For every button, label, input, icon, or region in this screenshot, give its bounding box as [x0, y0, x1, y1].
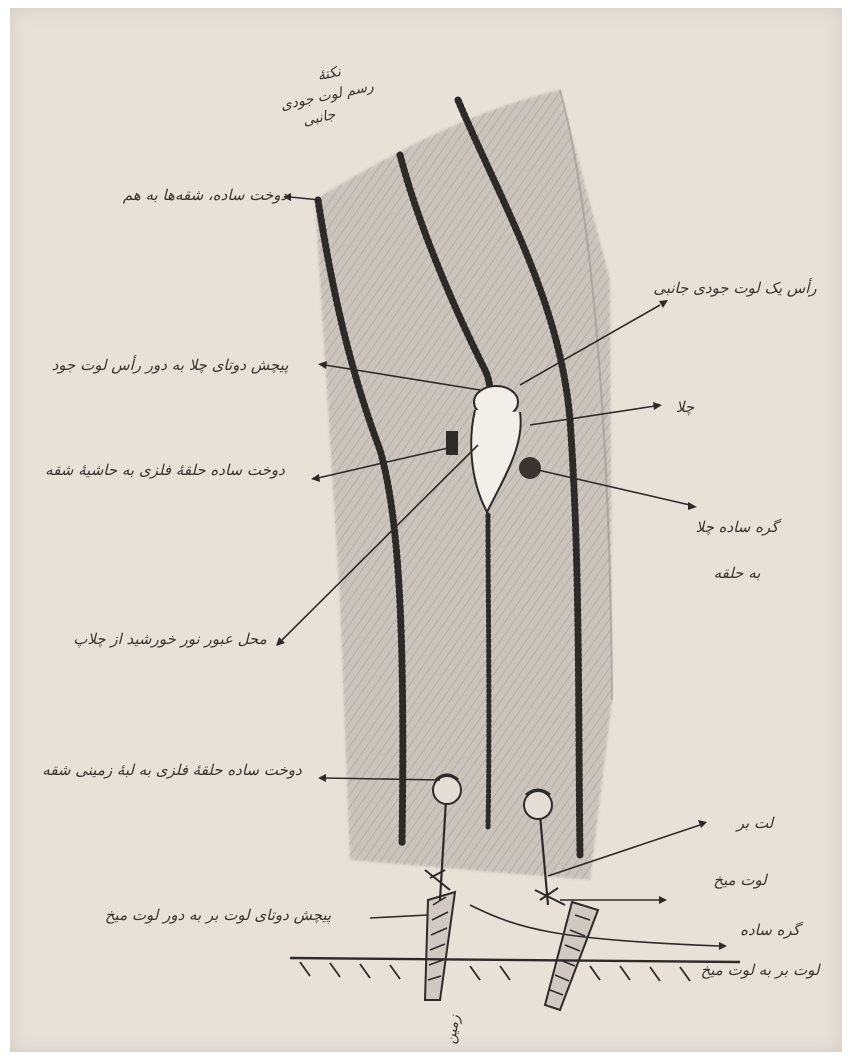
label-lat-mikh: لوت میخ — [713, 871, 769, 889]
label-ground: زمین — [443, 1013, 464, 1045]
label-ring-sewing: دوخت ساده حلقهٔ فلزی به حاشیهٔ شقه — [45, 461, 285, 479]
label-sewn-line-top: دوخت ساده، شقه‌ها به هم — [123, 186, 288, 204]
label-simple-knot-1: گره ساده — [740, 921, 804, 939]
label-passing-ends: پیچش دوتای چلا به دور رأس لوت جود — [52, 355, 289, 374]
label-side-rope-end: رأس یک لوت جودی جانبی — [653, 278, 817, 297]
label-chila: چلا — [676, 398, 695, 416]
label-twist-bottom: پیچش دوتای لوت بر به دور لوت میخ — [105, 906, 331, 924]
label-lat-bar: لت بر — [735, 814, 776, 832]
ground-line — [290, 958, 740, 981]
metal-ring-right — [519, 457, 541, 479]
label-top-note-3: جانبی — [302, 107, 338, 130]
metal-ring-left — [446, 431, 458, 455]
label-chila-knot-2: به حلقه — [714, 564, 761, 582]
label-sun-passage: محل عبور نور خورشید از چلاپ — [73, 630, 267, 648]
label-simple-knot-2: لوت بر به لوت میخ — [701, 961, 822, 979]
label-chila-knot-1: گره ساده چلا — [696, 518, 783, 536]
label-bottom-sewing: دوخت ساده حلقهٔ فلزی به لبهٔ زمینی شقه — [42, 761, 302, 779]
label-top-note-1: نکتهٔ — [316, 64, 343, 85]
tent-fabric-shading — [315, 90, 612, 880]
